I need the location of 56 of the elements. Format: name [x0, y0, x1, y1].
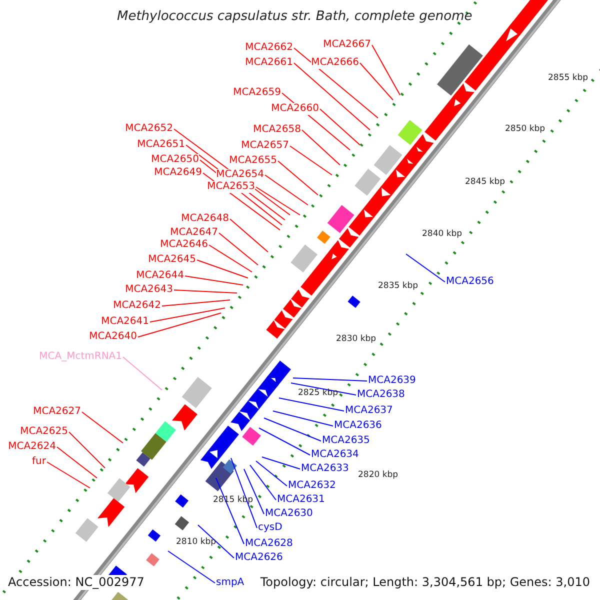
title: Methylococcus capsulatus str. Bath, complete genome — [117, 9, 472, 24]
leader-line — [290, 382, 356, 396]
accession-text: Accession: NC_002977 — [8, 575, 144, 590]
leader-line — [184, 276, 244, 286]
leader-line — [406, 254, 446, 282]
leader-line — [150, 308, 226, 322]
leader-line — [278, 398, 344, 412]
leader-line — [46, 462, 90, 488]
scale-label: 2830 kbp — [336, 334, 376, 344]
leader-line — [256, 186, 300, 216]
leader-line — [290, 146, 332, 176]
scale-label: 2840 kbp — [422, 229, 462, 239]
leader-line — [198, 524, 234, 558]
scale-label: 2820 kbp — [358, 470, 398, 480]
leader-line — [264, 418, 322, 442]
leader-line — [320, 108, 360, 146]
gene-label: smpA — [216, 577, 244, 589]
gene-label: MCA_MctmRNA1 — [39, 351, 122, 363]
gene-label: MCA2654 — [216, 169, 264, 181]
leader-line — [292, 378, 368, 382]
leader-line — [82, 412, 124, 444]
genome-summary-text: Topology: circular; Length: 3,304,561 bp; Genes: 3,010 — [260, 575, 590, 590]
leader-line — [138, 312, 222, 338]
leader-line — [162, 300, 230, 306]
leader-line — [294, 48, 378, 118]
leader-line — [250, 464, 276, 500]
leader-line — [278, 160, 318, 196]
leader-line — [360, 62, 394, 100]
scale-label: 2855 kbp — [548, 73, 588, 83]
leader-line — [168, 550, 216, 584]
scale-label: 2845 kbp — [465, 177, 506, 187]
leader-line — [68, 432, 106, 468]
leader-line — [174, 290, 238, 294]
leader-line — [196, 260, 248, 278]
leader-line — [218, 232, 258, 266]
leader-line — [244, 468, 264, 514]
leader-line — [294, 62, 370, 130]
leader-line — [272, 410, 334, 426]
scale-label: 2835 kbp — [378, 281, 418, 291]
leader-line — [262, 456, 300, 470]
leader-line — [258, 428, 310, 456]
leader-line — [208, 244, 252, 272]
gene-label: MCA2653 — [207, 181, 255, 193]
leader-line — [56, 446, 98, 478]
gene-label: MCA2660 — [271, 103, 319, 115]
scale-label: 2810 kbp — [176, 537, 216, 547]
gene-label: MCA2666 — [311, 57, 359, 69]
gene-label: cysD — [258, 522, 282, 534]
scale-label: 2850 kbp — [505, 124, 546, 134]
leader-line — [302, 130, 340, 166]
scale-label: 2825 kbp — [298, 388, 338, 398]
leader-line — [372, 44, 400, 96]
leader-line — [230, 218, 268, 252]
leader-line — [264, 174, 308, 206]
leader-line — [256, 460, 288, 486]
leader-line — [122, 356, 162, 390]
